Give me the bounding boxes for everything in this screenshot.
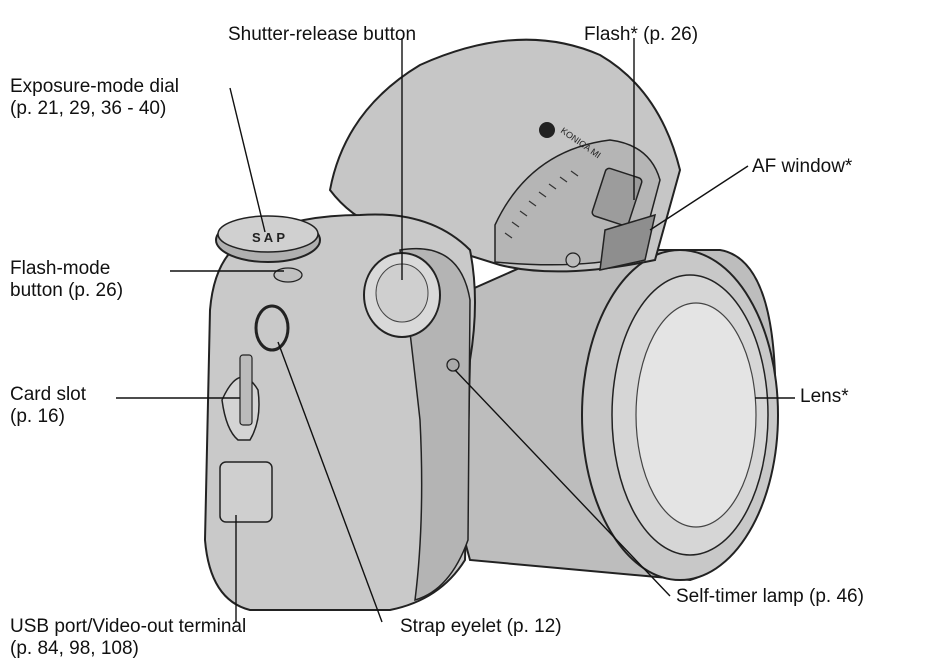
flash-label: Flash* (p. 26) bbox=[584, 24, 699, 45]
strap-eyelet-label: Strap eyelet (p. 12) bbox=[400, 616, 562, 637]
flash-mode-label-line2: button (p. 26) bbox=[10, 280, 124, 301]
leader-lines bbox=[116, 38, 795, 623]
card-slot-label-line1: Card slot bbox=[10, 384, 87, 405]
card-slot-label-line2: (p. 16) bbox=[10, 406, 65, 427]
usb-label-line1: USB port/Video-out terminal bbox=[10, 616, 247, 637]
flash-mode-label-line1: Flash-mode bbox=[10, 258, 111, 279]
shutter-release-label: Shutter-release button bbox=[228, 24, 417, 45]
flash-housing bbox=[328, 38, 682, 273]
flash-window bbox=[591, 167, 643, 227]
dial-letters: S A P bbox=[252, 230, 285, 245]
usb-door-shape bbox=[219, 461, 273, 523]
af-window bbox=[599, 213, 657, 271]
af-window-label: AF window* bbox=[752, 156, 853, 177]
self-timer-lamp-shape bbox=[446, 358, 460, 372]
self-timer-label: Self-timer lamp (p. 46) bbox=[676, 586, 864, 607]
lens-barrel bbox=[449, 249, 779, 582]
usb-label-line2: (p. 84, 98, 108) bbox=[10, 638, 139, 659]
lens-glass bbox=[635, 302, 757, 528]
exposure-dial-label-line1: Exposure-mode dial bbox=[10, 76, 179, 97]
strap-eyelet-shape bbox=[254, 304, 290, 352]
brand-logo-mark bbox=[539, 122, 555, 138]
lens-label: Lens* bbox=[800, 386, 849, 407]
camera-body: S A P bbox=[203, 213, 476, 611]
flash-mode-button-shape bbox=[273, 267, 303, 283]
grip bbox=[399, 247, 471, 602]
exposure-dial-label-line2: (p. 21, 29, 36 - 40) bbox=[10, 98, 167, 119]
